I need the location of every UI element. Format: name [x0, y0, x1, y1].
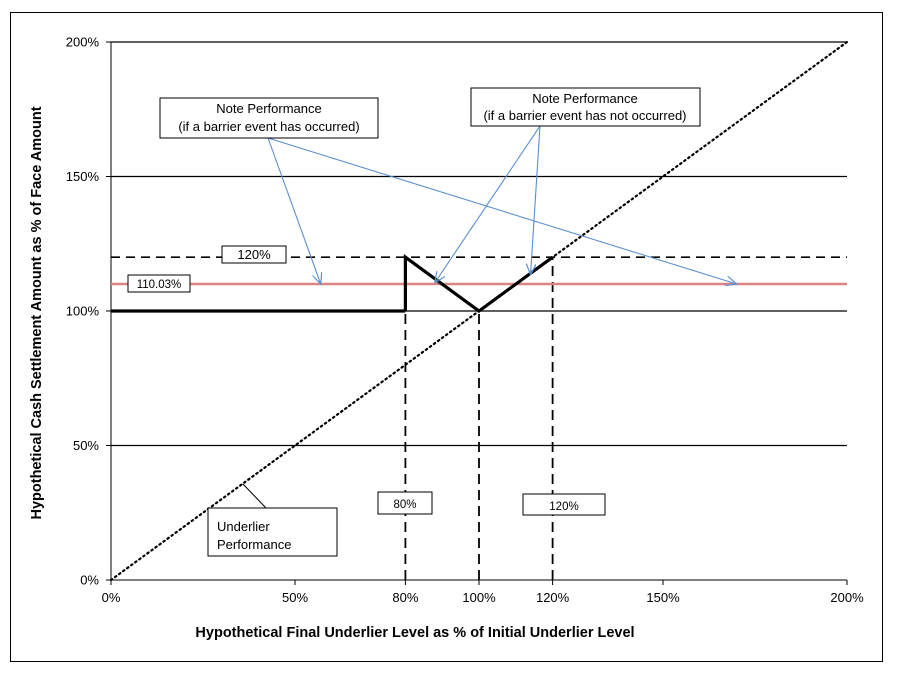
label-120-y-box: 120%: [221, 245, 287, 264]
label-110: 110.03%: [137, 279, 182, 291]
note-no-barrier-line1: Note Performance: [532, 91, 638, 106]
y-axis-ticks: 0% 50% 100% 150% 200%: [66, 35, 100, 588]
series: [109, 40, 849, 582]
chart-frame: [10, 12, 883, 662]
label-80-box: 80%: [377, 491, 433, 515]
x-axis-title: Hypothetical Final Underlier Level as % …: [195, 625, 634, 641]
note-barrier-line1: Note Performance: [216, 101, 322, 116]
note-no-barrier-callout: Note Performance (if a barrier event has…: [470, 87, 701, 127]
x-tick-label-0: 0%: [102, 590, 121, 605]
label-120-x: 120%: [549, 501, 578, 513]
arrow-note_barrier-1: [267, 137, 737, 284]
note-barrier-callout: Note Performance (if a barrier event has…: [159, 97, 379, 139]
annotation-arrows: [267, 125, 737, 284]
underlier-callout: Underlier Performance: [207, 483, 338, 557]
underlier-line1: Underlier: [217, 519, 270, 534]
y-tick-label-0: 0%: [80, 573, 99, 588]
y-axis-title: Hypothetical Cash Settlement Amount as %…: [29, 106, 45, 519]
arrow-note_no_barrier-2: [435, 125, 541, 283]
series-note-no-barrier: [403, 254, 554, 313]
x-axis-ticks: 0% 50% 80% 100% 120% 150% 200%: [102, 590, 864, 605]
label-120-y: 120%: [237, 247, 271, 262]
label-80: 80%: [393, 499, 416, 511]
arrow-note_barrier-0: [267, 137, 321, 284]
y-tick-label-100: 100%: [66, 304, 100, 319]
y-tick-label-150: 150%: [66, 169, 100, 184]
label-110-box: 110.03%: [127, 274, 191, 293]
note-no-barrier-line2: (if a barrier event has not occurred): [483, 108, 686, 123]
x-tick-label-50: 50%: [282, 590, 308, 605]
x-tick-label-200: 200%: [830, 590, 864, 605]
x-tick-label-120: 120%: [536, 590, 570, 605]
note-barrier-line2: (if a barrier event has occurred): [178, 119, 359, 134]
underlier-line2: Performance: [217, 537, 291, 552]
x-tick-label-80: 80%: [392, 590, 418, 605]
label-120-x-box: 120%: [522, 493, 606, 516]
x-tick-label-150: 150%: [646, 590, 680, 605]
y-tick-label-200: 200%: [66, 35, 100, 50]
x-tick-label-100: 100%: [462, 590, 496, 605]
y-tick-label-50: 50%: [73, 438, 99, 453]
arrow-note_no_barrier-3: [531, 125, 541, 275]
